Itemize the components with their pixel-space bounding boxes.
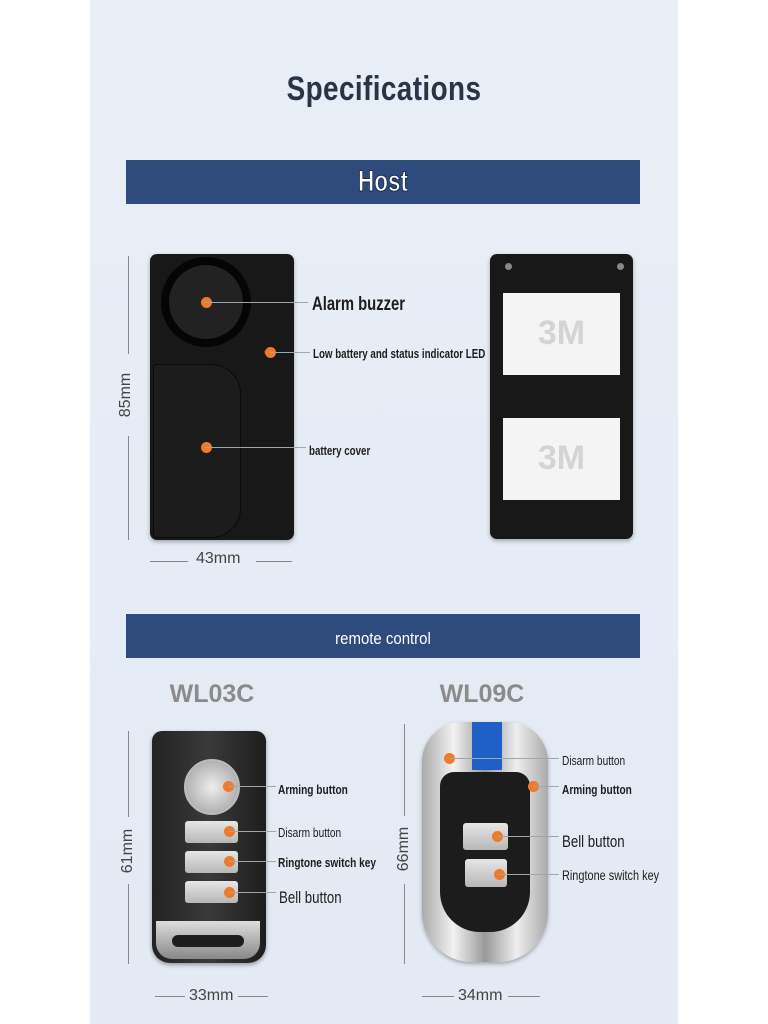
dimension-line	[256, 561, 292, 562]
dimension-line	[404, 884, 405, 964]
label-disarm: Disarm button	[278, 825, 342, 840]
dimension-line	[404, 724, 405, 816]
label-led: Low battery and status indicator LED	[313, 347, 486, 361]
screw-icon	[505, 263, 512, 270]
dimension-line	[128, 731, 129, 817]
dimension-line	[422, 996, 454, 997]
leader-line	[229, 831, 276, 832]
label-ringtone: Ringtone switch key	[562, 867, 660, 883]
host-height: 85mm	[117, 372, 135, 418]
page-title: Specifications	[286, 70, 482, 108]
wl03c-width: 33mm	[189, 987, 234, 1004]
leader-line	[229, 861, 276, 862]
leader-line	[449, 758, 559, 759]
adhesive-tape: 3M	[503, 293, 620, 375]
model-wl09c: WL09C	[439, 680, 525, 708]
leader-line	[206, 447, 306, 448]
label-battery-cover: battery cover	[309, 444, 371, 458]
dimension-line	[150, 561, 188, 562]
leader-line	[533, 786, 559, 787]
leader-line	[499, 874, 559, 875]
dimension-line	[155, 996, 185, 997]
label-bell: Bell button	[279, 888, 342, 907]
wl09c-image	[422, 722, 548, 962]
wl09c-width: 34mm	[458, 987, 503, 1004]
blue-screen	[472, 722, 502, 770]
wl03c-image	[152, 731, 266, 963]
tape-logo: 3M	[537, 314, 586, 352]
label-arming: Arming button	[562, 782, 632, 797]
leader-line	[270, 352, 310, 353]
host-width: 43mm	[196, 550, 241, 567]
label-bell: Bell button	[562, 832, 625, 851]
dimension-line	[508, 996, 540, 997]
host-front-image	[150, 254, 294, 540]
host-banner-title: Host	[357, 165, 409, 199]
dimension-line	[128, 884, 129, 964]
model-wl03c: WL03C	[169, 680, 255, 708]
label-arming: Arming button	[278, 782, 348, 797]
wl09c-body	[440, 772, 530, 932]
host-banner: Host	[126, 160, 640, 204]
battery-cover-panel	[153, 364, 241, 538]
leader-line	[497, 836, 559, 837]
leader-line	[206, 302, 308, 303]
host-back-image: 3M 3M	[490, 254, 633, 539]
adhesive-tape: 3M	[503, 418, 620, 500]
dimension-line	[128, 256, 129, 354]
dimension-line	[238, 996, 268, 997]
screw-icon	[617, 263, 624, 270]
leader-line	[228, 786, 276, 787]
tape-logo: 3M	[537, 439, 586, 477]
wl03c-height: 61mm	[119, 828, 137, 874]
remote-banner-title: remote control	[335, 629, 431, 648]
label-disarm: Disarm button	[562, 753, 626, 768]
dimension-line	[128, 436, 129, 540]
keyring-hole	[172, 935, 244, 947]
keyring-frame	[156, 921, 260, 959]
label-ringtone: Ringtone switch key	[278, 855, 377, 870]
label-alarm-buzzer: Alarm buzzer	[312, 294, 406, 315]
remote-banner: remote control	[126, 614, 640, 658]
leader-line	[229, 892, 276, 893]
wl09c-height: 66mm	[395, 826, 413, 872]
bell-key	[185, 881, 238, 903]
